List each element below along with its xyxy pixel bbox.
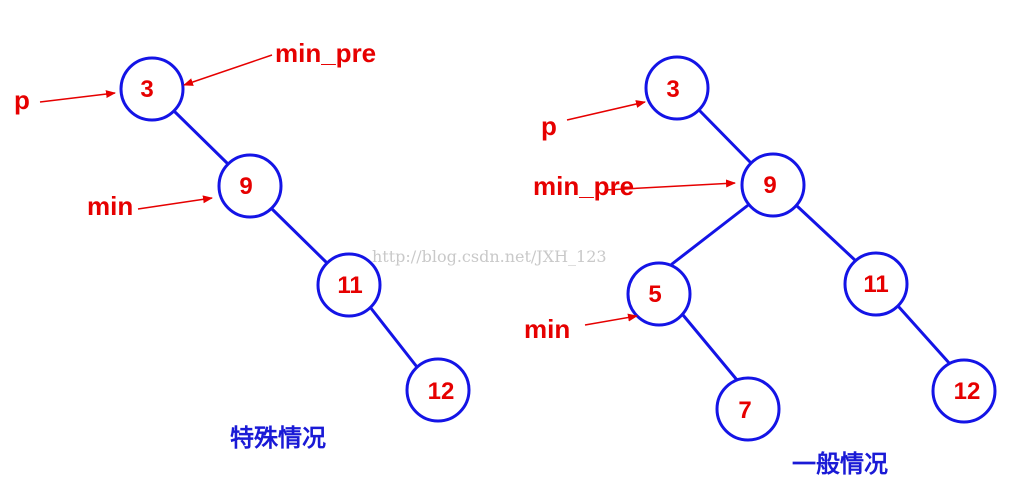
right-pointer-p-arrow (566, 100, 646, 121)
right-edge-5-7 (681, 313, 739, 382)
right-caption: 一般情况 (792, 449, 888, 478)
right-edges (670, 108, 952, 382)
right-node-7-label: 7 (738, 397, 751, 424)
right-node-12-label: 12 (954, 378, 981, 405)
right-node-5: 5 (626, 261, 692, 327)
right-node-5-label: 5 (648, 281, 661, 308)
left-node-9: 9 (217, 153, 283, 219)
left-pointer-min-label: min (87, 191, 133, 221)
left-node-9-label: 9 (239, 173, 252, 200)
right-edge-9-11 (795, 204, 859, 264)
left-node-3: 3 (119, 56, 185, 122)
left-edges (172, 109, 419, 369)
right-tree: 3 9 5 7 11 12 p min_pre min 一般 (524, 55, 997, 478)
left-node-11: 11 (316, 252, 382, 318)
right-edge-11-12 (896, 304, 952, 366)
left-edge-11-12 (368, 305, 419, 369)
left-edge-3-9 (172, 109, 230, 166)
right-edge-9-5 (670, 204, 749, 266)
left-node-11-label: 11 (337, 272, 362, 299)
right-pointer-p-label: p (541, 111, 557, 141)
left-pointer-min-pre-label: min_pre (275, 38, 376, 68)
right-node-3-label: 3 (666, 76, 679, 103)
right-node-7: 7 (715, 376, 781, 442)
left-caption: 特殊情况 (230, 423, 326, 452)
right-node-11-label: 11 (863, 271, 888, 298)
watermark-text: http://blog.csdn.net/JXH_123 (372, 247, 607, 266)
right-node-11: 11 (843, 251, 909, 317)
left-pointer-min-arrow (137, 195, 213, 210)
right-node-9: 9 (740, 152, 806, 218)
left-pointer-p-arrow (39, 90, 116, 103)
left-node-12: 12 (405, 357, 471, 423)
left-tree: 3 9 11 12 p min_pre min 特殊情况 (14, 38, 471, 452)
left-pointer-min-pre-arrow (183, 54, 273, 86)
right-pointer-min-label: min (524, 314, 570, 344)
left-edge-9-11 (269, 206, 329, 265)
left-pointer-p-label: p (14, 85, 30, 115)
right-pointer-min-arrow (584, 313, 638, 326)
right-node-12: 12 (931, 358, 997, 424)
left-node-12-label: 12 (428, 378, 455, 405)
right-node-9-label: 9 (763, 172, 776, 199)
left-node-3-label: 3 (140, 76, 153, 103)
right-pointer-min-pre-arrow (604, 179, 736, 191)
right-pointer-min-pre-label: min_pre (533, 171, 634, 201)
right-edge-3-9 (697, 108, 754, 166)
right-node-3: 3 (644, 55, 710, 121)
